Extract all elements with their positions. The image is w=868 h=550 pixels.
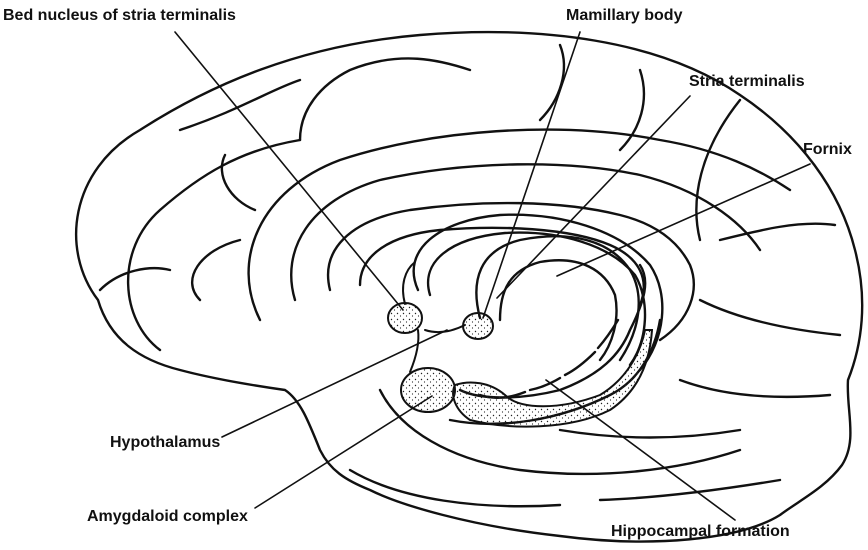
leader-mamillary-body — [483, 32, 580, 318]
temporal-fold-5 — [560, 430, 740, 438]
parieto-occipital-sulcus — [696, 100, 740, 240]
calcarine-sulcus — [700, 300, 840, 335]
label-stria-terminalis: Stria terminalis — [689, 73, 805, 91]
label-hypothalamus: Hypothalamus — [110, 434, 220, 452]
label-mamillary-body: Mamillary body — [566, 7, 682, 25]
gyrus-fold-3 — [192, 240, 240, 300]
fiber-1 — [410, 330, 418, 372]
label-amygdaloid-complex: Amygdaloid complex — [87, 508, 248, 526]
temporal-fold-4 — [680, 380, 830, 397]
cingulate-sulcus — [249, 130, 790, 320]
label-bed-nucleus: Bed nucleus of stria terminalis — [3, 7, 236, 25]
brain-outline — [76, 32, 862, 541]
temporal-fold-2 — [350, 470, 560, 506]
gyrus-fold-1 — [180, 80, 300, 130]
dentate-gyrus — [480, 320, 618, 398]
label-fornix: Fornix — [803, 141, 852, 159]
parietal-fold — [620, 70, 644, 150]
mamillary-body-shape — [463, 313, 493, 339]
temporal-fold-3 — [600, 480, 780, 500]
leader-hippocampal-formation — [546, 380, 735, 520]
leader-fornix — [557, 164, 810, 276]
gyrus-fold-4 — [100, 268, 170, 290]
bed-nucleus-shape — [388, 303, 422, 333]
leader-amygdaloid-complex — [255, 396, 432, 508]
label-hippocampal-formation: Hippocampal formation — [611, 523, 790, 541]
gyrus-fold-2 — [300, 58, 470, 140]
amygdala-shape — [401, 368, 455, 412]
cingulate-sulcus-front — [128, 140, 300, 350]
occipital-fold — [720, 224, 835, 240]
corpus-callosum — [328, 203, 694, 340]
parietal-fold-2 — [540, 45, 564, 120]
leader-bed-nucleus — [175, 32, 403, 310]
